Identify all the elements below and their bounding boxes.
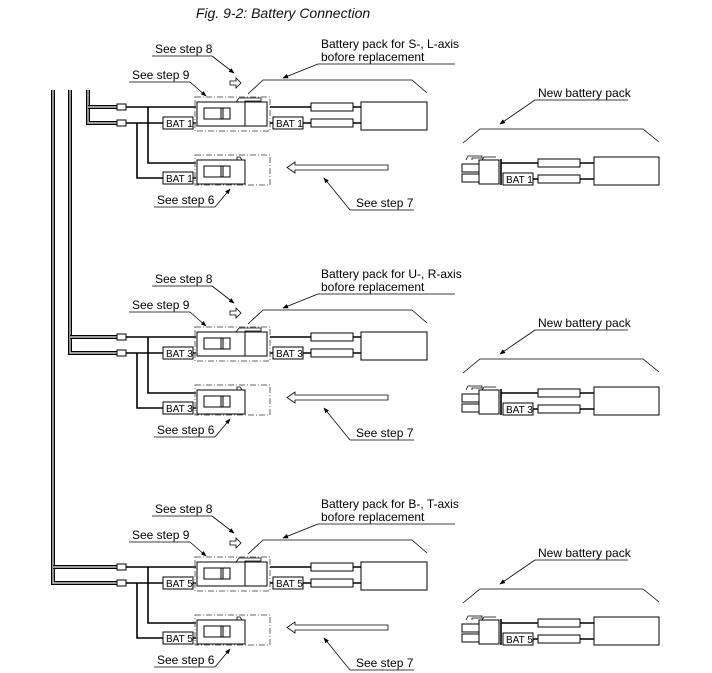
new-pack-label: New battery pack <box>538 316 632 330</box>
bat-tag-label: BAT 1 <box>166 119 193 130</box>
new-pack-label: New battery pack <box>538 546 632 560</box>
battery-pack-body <box>360 101 428 131</box>
see-step-8-label: See step 8 <box>155 272 213 286</box>
bat-tag: BAT 1 <box>272 116 304 130</box>
cable-sleeve <box>116 103 127 111</box>
connector-outline <box>194 614 271 646</box>
push-arrow-icon <box>229 77 242 89</box>
group-u-r: BAT 3 BAT 3 BAT 3 See step 8 See step 9 Batte… <box>116 267 660 441</box>
push-arrow-icon <box>229 537 242 549</box>
battery-cell <box>310 118 354 128</box>
new-pack-label: New battery pack <box>538 86 632 100</box>
battery-pack-body <box>360 331 428 361</box>
bat-tag-label: BAT 1 <box>166 174 193 185</box>
bat-tag-label: BAT 5 <box>276 579 303 590</box>
battery-connector-spare <box>196 619 246 645</box>
battery-connector-mate <box>244 561 268 587</box>
bat-tag: BAT 1 <box>502 172 534 186</box>
cable-sleeve <box>116 333 127 341</box>
bat-tag: BAT 5 <box>272 576 304 590</box>
connector-outline <box>194 556 271 592</box>
cable-sleeve <box>116 579 127 587</box>
see-step-9-label: See step 9 <box>132 298 190 312</box>
bat-tag-label: BAT 1 <box>506 175 533 186</box>
battery-cell <box>310 348 354 358</box>
see-step-7-label: See step 7 <box>356 656 414 670</box>
battery-cell <box>310 578 354 588</box>
old-pack-label: Battery pack for B-, T-axis <box>321 497 459 511</box>
see-step-9-label: See step 9 <box>132 68 190 82</box>
bat-tag: BAT 5 <box>162 576 194 590</box>
battery-cell <box>310 332 354 342</box>
connector-outline <box>194 96 271 132</box>
see-step-6-label: See step 6 <box>157 423 215 437</box>
battery-cell <box>310 102 354 112</box>
old-pack-sublabel: bofore replacement <box>321 280 425 294</box>
see-step-6-label: See step 6 <box>157 653 215 667</box>
insert-arrow-icon <box>286 161 389 174</box>
bat-tag: BAT 3 <box>162 346 194 360</box>
see-step-6-label: See step 6 <box>157 193 215 207</box>
bat-tag-label: BAT 3 <box>166 349 193 360</box>
push-arrow-icon <box>229 307 242 319</box>
bat-tag-label: BAT 1 <box>276 119 303 130</box>
battery-connector <box>196 331 246 357</box>
old-pack-sublabel: bofore replacement <box>321 50 425 64</box>
bat-tag-label: BAT 5 <box>166 634 193 645</box>
battery-connector-spare <box>196 159 246 185</box>
insert-arrow-icon <box>286 621 389 634</box>
battery-connector-mate <box>244 101 268 127</box>
battery-connector-spare <box>196 389 246 415</box>
battery-cell <box>310 562 354 572</box>
battery-connector-mate <box>244 331 268 357</box>
see-step-8-label: See step 8 <box>155 502 213 516</box>
bat-tag: BAT 3 <box>272 346 304 360</box>
bat-tag: BAT 5 <box>502 632 534 646</box>
see-step-8-label: See step 8 <box>155 42 213 56</box>
bat-tag: BAT 3 <box>502 402 534 416</box>
battery-connector <box>196 101 246 127</box>
bat-tag: BAT 1 <box>162 116 194 130</box>
cable-sleeve <box>116 119 127 127</box>
bat-tag-label: BAT 3 <box>276 349 303 360</box>
connector-outline <box>194 154 271 186</box>
bat-tag: BAT 5 <box>162 631 194 645</box>
bat-tag-label: BAT 5 <box>166 579 193 590</box>
battery-pack-body <box>360 561 428 591</box>
bat-tag-label: BAT 5 <box>506 635 533 646</box>
see-step-9-label: See step 9 <box>132 528 190 542</box>
bat-tag-label: BAT 3 <box>506 405 533 416</box>
battery-connector <box>196 561 246 587</box>
connector-outline <box>194 384 271 416</box>
cable-sleeve <box>116 563 127 571</box>
insert-arrow-icon <box>286 391 389 404</box>
bus-cables <box>51 90 118 585</box>
see-step-7-label: See step 7 <box>356 426 414 440</box>
group-s-l: BAT 1 BAT 1 BAT 1 See step 8 See step 9 Batte… <box>116 37 660 211</box>
bat-tag-label: BAT 3 <box>166 404 193 415</box>
cable-sleeve <box>116 349 127 357</box>
old-pack-label: Battery pack for S-, L-axis <box>321 37 459 51</box>
old-pack-label: Battery pack for U-, R-axis <box>321 267 462 281</box>
see-step-7-label: See step 7 <box>356 196 414 210</box>
connector-outline <box>194 326 271 362</box>
old-pack-sublabel: bofore replacement <box>321 510 425 524</box>
group-b-t: BAT 5 BAT 5 BAT 5 See step 8 See step 9 Batte… <box>116 497 660 671</box>
bat-tag: BAT 1 <box>162 171 194 185</box>
bat-tag: BAT 3 <box>162 401 194 415</box>
figure-title: Fig. 9-2: Battery Connection <box>196 5 371 21</box>
